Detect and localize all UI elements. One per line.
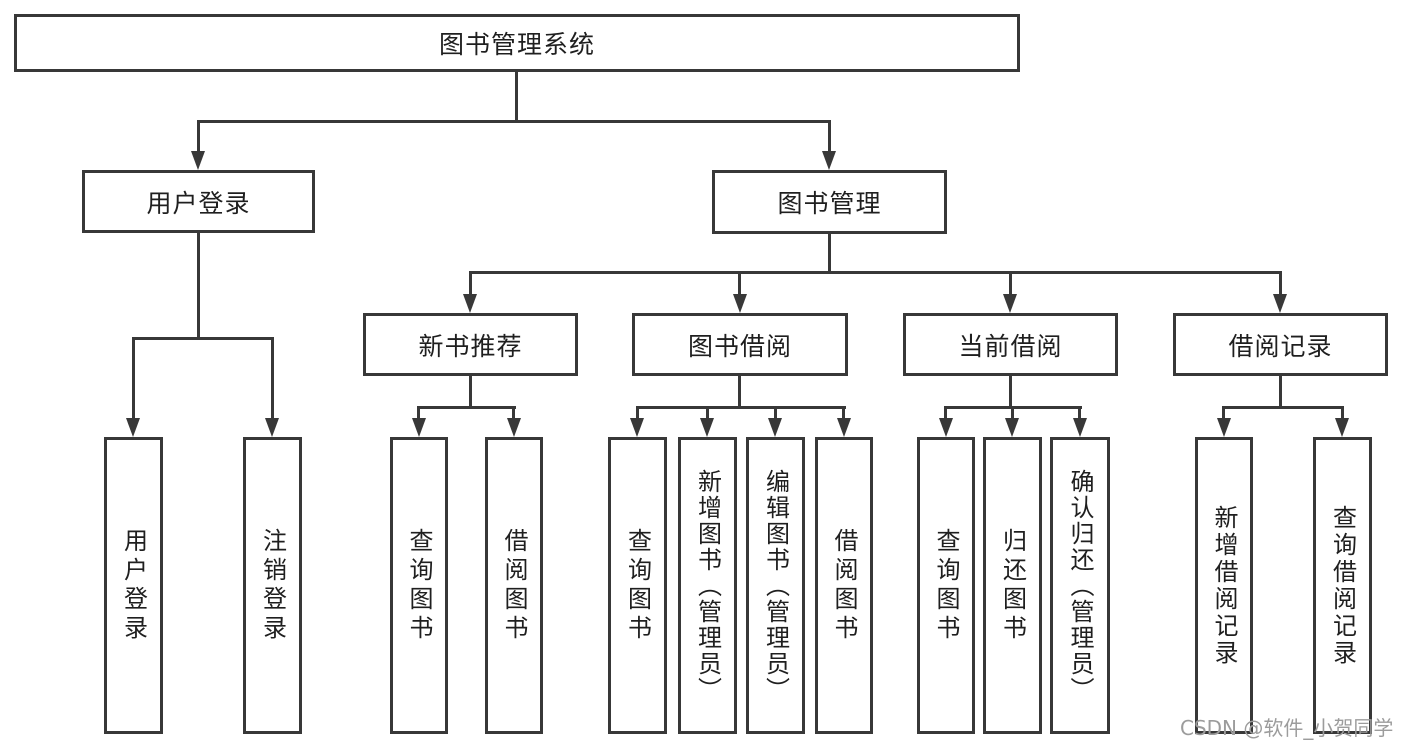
connector-drop-leaf <box>1011 406 1014 421</box>
leaf-query-borrow-record: 查询借阅记录 <box>1313 437 1372 734</box>
node-user-login: 用户登录 <box>82 170 315 233</box>
connector-root-stem <box>515 72 518 120</box>
arrowhead-leaf <box>507 418 521 437</box>
connector-borrow-records-rail <box>1222 406 1344 409</box>
connector-user-login-stem <box>197 233 200 340</box>
leaf-borrow-books-2: 借阅图书 <box>815 437 873 734</box>
connector-drop-leaf <box>774 406 777 421</box>
leaf-user-login: 用户登录 <box>104 437 163 734</box>
arrowhead-new-book <box>463 294 477 313</box>
connector-drop-logout-leaf <box>271 337 274 421</box>
arrowhead-leaf <box>939 418 953 437</box>
connector-user-login-rail <box>132 337 274 340</box>
leaf-borrow-books-1: 借阅图书 <box>485 437 543 734</box>
leaf-edit-books-admin: 编辑图书（管理员） <box>746 437 805 734</box>
connector-drop-leaf <box>636 406 639 421</box>
node-new-book-recommend: 新书推荐 <box>363 313 578 376</box>
arrowhead-login-leaf <box>126 418 140 437</box>
connector-l3-rail <box>469 271 1282 274</box>
arrowhead-book-mgmt <box>822 151 836 170</box>
connector-drop-leaf <box>1341 406 1344 421</box>
arrowhead-leaf <box>768 418 782 437</box>
connector-book-borrow-rail <box>636 406 846 409</box>
leaf-add-borrow-record: 新增借阅记录 <box>1195 437 1253 734</box>
connector-l2-rail <box>197 120 831 123</box>
connector-drop-leaf <box>512 406 515 421</box>
leaf-confirm-return-admin: 确认归还（管理员） <box>1050 437 1110 734</box>
csdn-watermark: CSDN @软件_小贺同学 <box>1180 716 1394 740</box>
connector-drop-current-borrow <box>1009 271 1012 297</box>
connector-drop-login-leaf <box>132 337 135 421</box>
connector-book-mgmt-stem <box>828 234 831 274</box>
connector-drop-book-borrow <box>738 271 741 297</box>
arrowhead-leaf <box>837 418 851 437</box>
connector-book-borrow-stem <box>738 376 741 409</box>
arrowhead-book-borrow <box>733 294 747 313</box>
connector-current-borrow-stem <box>1009 376 1012 409</box>
connector-borrow-records-stem <box>1279 376 1282 409</box>
arrowhead-user-login <box>191 151 205 170</box>
arrowhead-leaf <box>700 418 714 437</box>
node-book-management: 图书管理 <box>712 170 947 234</box>
connector-drop-user-login <box>197 120 200 154</box>
arrowhead-leaf <box>1005 418 1019 437</box>
connector-drop-leaf <box>417 406 420 421</box>
arrowhead-leaf <box>630 418 644 437</box>
connector-drop-book-mgmt <box>828 120 831 154</box>
leaf-query-books-3: 查询图书 <box>917 437 975 734</box>
leaf-query-books-2: 查询图书 <box>608 437 667 734</box>
connector-drop-leaf <box>1078 406 1081 421</box>
leaf-query-books-1: 查询图书 <box>390 437 448 734</box>
node-library-system: 图书管理系统 <box>14 14 1020 72</box>
arrowhead-borrow-records <box>1273 294 1287 313</box>
node-book-borrowing: 图书借阅 <box>632 313 848 376</box>
connector-drop-leaf <box>706 406 709 421</box>
arrowhead-leaf <box>1073 418 1087 437</box>
connector-drop-leaf <box>842 406 845 421</box>
leaf-logout: 注销登录 <box>243 437 302 734</box>
node-current-borrowing: 当前借阅 <box>903 313 1118 376</box>
connector-drop-borrow-records <box>1279 271 1282 297</box>
leaf-return-books: 归还图书 <box>983 437 1042 734</box>
arrowhead-leaf <box>1217 418 1231 437</box>
node-borrowing-records: 借阅记录 <box>1173 313 1388 376</box>
arrowhead-current-borrow <box>1003 294 1017 313</box>
connector-new-book-rail <box>417 406 516 409</box>
connector-new-book-stem <box>469 376 472 409</box>
arrowhead-logout-leaf <box>265 418 279 437</box>
connector-drop-new-book <box>469 271 472 297</box>
arrowhead-leaf <box>412 418 426 437</box>
connector-drop-leaf <box>944 406 947 421</box>
leaf-add-books-admin: 新增图书（管理员） <box>678 437 737 734</box>
arrowhead-leaf <box>1335 418 1349 437</box>
connector-drop-leaf <box>1222 406 1225 421</box>
